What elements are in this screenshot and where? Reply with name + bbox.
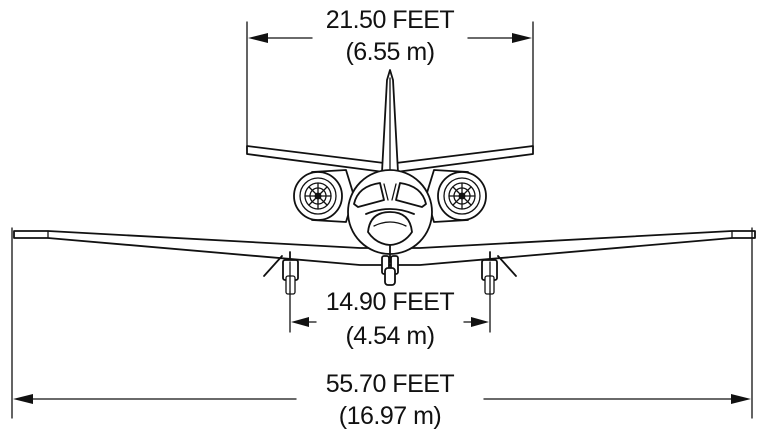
wing-span-dimension: 55.70 FEET (16.97 m) — [11, 227, 753, 430]
tail-span-metric-label: (6.55 m) — [345, 38, 434, 66]
gear-track-arrow-right — [471, 317, 489, 327]
tail-span-dimension: 21.50 FEET (6.55 m) — [246, 6, 534, 151]
nose-inner-contour — [373, 221, 407, 227]
left-engine — [293, 169, 355, 223]
left-main-landing-gear — [263, 251, 299, 295]
wing-span-feet-label: 55.70 FEET — [326, 370, 455, 398]
windshield-center-post — [383, 183, 397, 201]
aircraft-drawing — [13, 69, 756, 295]
nose-radome — [367, 211, 413, 246]
tail-span-arrow-right — [512, 33, 532, 43]
right-main-landing-gear — [481, 251, 517, 295]
fuselage — [347, 169, 433, 255]
tail-span-feet-label: 21.50 FEET — [326, 6, 455, 34]
nose-landing-gear — [381, 244, 399, 286]
gear-track-dimension: 14.90 FEET (4.54 m) — [289, 288, 491, 350]
wing-span-arrow-right — [731, 394, 751, 404]
nose-upper-contour — [365, 208, 415, 215]
right-windshield — [395, 182, 427, 208]
left-engine-blades — [304, 182, 332, 210]
left-gear-door — [263, 255, 283, 277]
wing-span-metric-label: (16.97 m) — [339, 402, 441, 430]
gear-track-metric-label: (4.54 m) — [345, 322, 434, 350]
nose-gear-tire — [384, 267, 396, 286]
right-engine — [425, 169, 487, 223]
right-engine-blades — [448, 182, 476, 210]
gear-track-feet-label: 14.90 FEET — [326, 288, 455, 316]
right-gear-door — [497, 255, 517, 277]
left-windshield — [353, 182, 385, 208]
tail-span-arrow-left — [248, 33, 268, 43]
gear-track-arrow-left — [291, 317, 309, 327]
wing-span-arrow-left — [13, 394, 33, 404]
